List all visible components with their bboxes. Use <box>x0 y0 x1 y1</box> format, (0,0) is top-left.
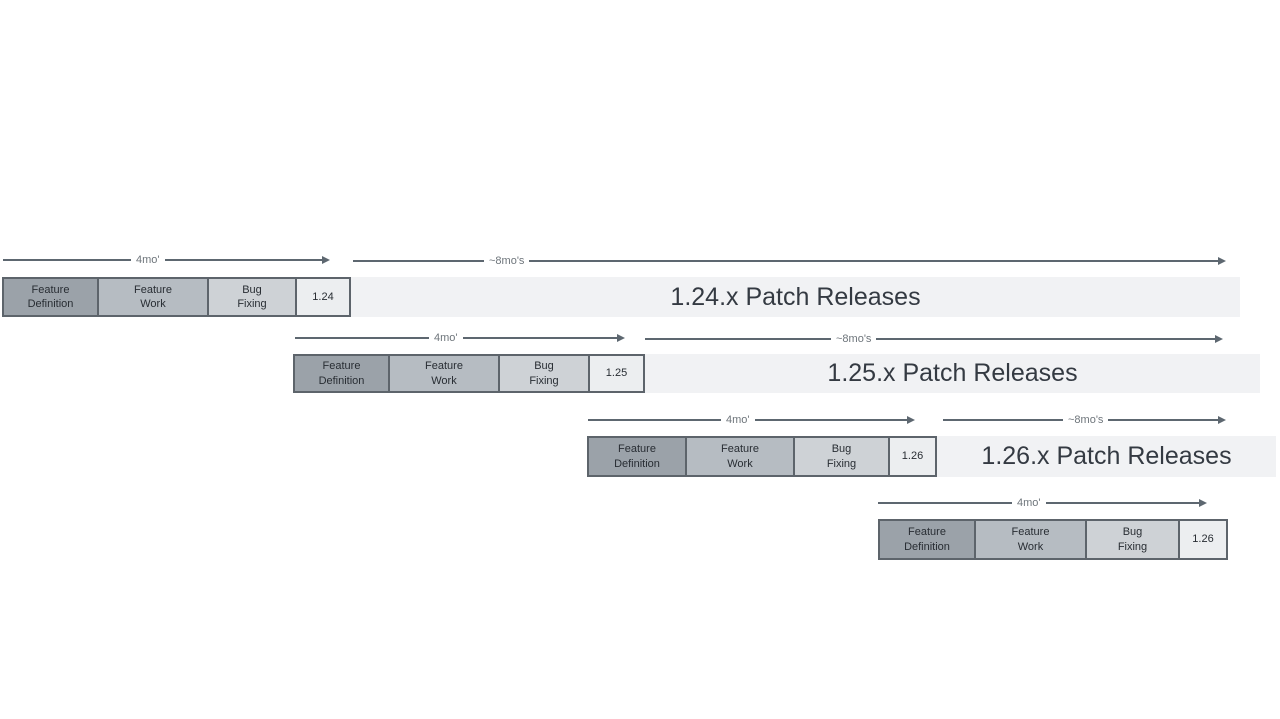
arrowhead-icon <box>322 256 330 264</box>
cycle-duration-arrow: 4mo' <box>3 253 330 267</box>
arrowhead-icon <box>1218 257 1226 265</box>
arrowhead-icon <box>1199 499 1207 507</box>
patch-releases-bar: 1.25.x Patch Releases <box>645 354 1260 393</box>
arrow-line <box>353 260 484 262</box>
feature-work-box: Feature Work <box>97 277 209 317</box>
arrow-line <box>3 259 131 261</box>
patch-releases-bar: 1.24.x Patch Releases <box>351 277 1240 317</box>
cycle-duration-label: 4mo' <box>1017 497 1041 509</box>
arrow-line <box>943 419 1063 421</box>
cycle-duration-label: 4mo' <box>136 254 160 266</box>
feature-work-box: Feature Work <box>974 519 1087 560</box>
patch-duration-arrow: ~8mo's <box>645 332 1223 346</box>
arrow-line <box>645 338 831 340</box>
arrow-line <box>1108 419 1219 421</box>
cycle-duration-label: 4mo' <box>726 414 750 426</box>
cycle-duration-label: 4mo' <box>434 332 458 344</box>
arrow-line <box>164 259 323 261</box>
patch-duration-label: ~8mo's <box>836 333 872 345</box>
arrowhead-icon <box>907 416 915 424</box>
patch-duration-arrow: ~8mo's <box>353 254 1226 268</box>
patch-duration-label: ~8mo's <box>1068 414 1104 426</box>
feature-definition-box: Feature Definition <box>2 277 99 317</box>
bug-fixing-box: Bug Fixing <box>498 354 590 393</box>
cycle-duration-arrow: 4mo' <box>878 496 1207 510</box>
patch-releases-bar: 1.26.x Patch Releases <box>937 436 1276 477</box>
bug-fixing-box: Bug Fixing <box>207 277 297 317</box>
version-box: 1.26 <box>888 436 937 477</box>
version-box: 1.24 <box>295 277 351 317</box>
cycle-duration-arrow: 4mo' <box>295 331 625 345</box>
patch-duration-label: ~8mo's <box>489 255 525 267</box>
version-box: 1.26 <box>1178 519 1228 560</box>
arrowhead-icon <box>617 334 625 342</box>
version-box: 1.25 <box>588 354 645 393</box>
arrow-line <box>754 419 908 421</box>
arrow-line <box>462 337 618 339</box>
arrowhead-icon <box>1215 335 1223 343</box>
arrow-line <box>878 502 1012 504</box>
feature-work-box: Feature Work <box>685 436 795 477</box>
cycle-duration-arrow: 4mo' <box>588 413 915 427</box>
arrow-line <box>529 260 1219 262</box>
feature-definition-box: Feature Definition <box>587 436 687 477</box>
arrow-line <box>876 338 1216 340</box>
patch-duration-arrow: ~8mo's <box>943 413 1226 427</box>
bug-fixing-box: Bug Fixing <box>793 436 890 477</box>
arrow-line <box>588 419 721 421</box>
arrow-line <box>295 337 429 339</box>
bug-fixing-box: Bug Fixing <box>1085 519 1180 560</box>
feature-definition-box: Feature Definition <box>293 354 390 393</box>
feature-work-box: Feature Work <box>388 354 500 393</box>
arrowhead-icon <box>1218 416 1226 424</box>
arrow-line <box>1045 502 1200 504</box>
feature-definition-box: Feature Definition <box>878 519 976 560</box>
